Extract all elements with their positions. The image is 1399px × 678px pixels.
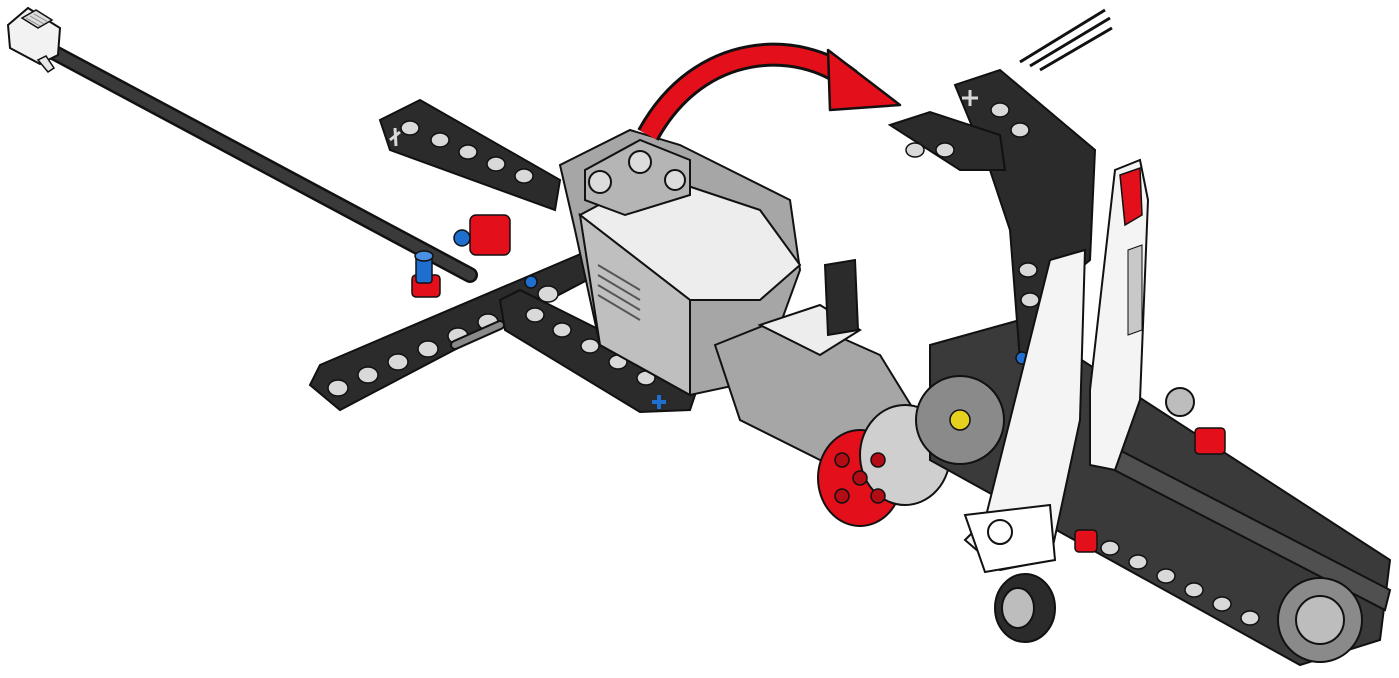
frame-beam [498, 288, 702, 414]
antenna-wires [1019, 8, 1113, 72]
large-motor [558, 128, 802, 397]
white-panel-front [963, 248, 1087, 574]
lower-left-beam [308, 248, 612, 412]
motor-output-hub [713, 258, 951, 527]
caster-wheel [994, 387, 1195, 643]
white-panel-back [1089, 158, 1150, 472]
track-assembly [915, 318, 1392, 667]
cross-axle-icon [389, 127, 401, 147]
cable [32, 37, 478, 283]
blue-pin [414, 229, 538, 289]
upper-left-beam [378, 98, 562, 212]
rj12-connector-icon [6, 6, 62, 73]
gray-axle [450, 320, 505, 350]
rotate-arrow-icon [637, 42, 902, 141]
